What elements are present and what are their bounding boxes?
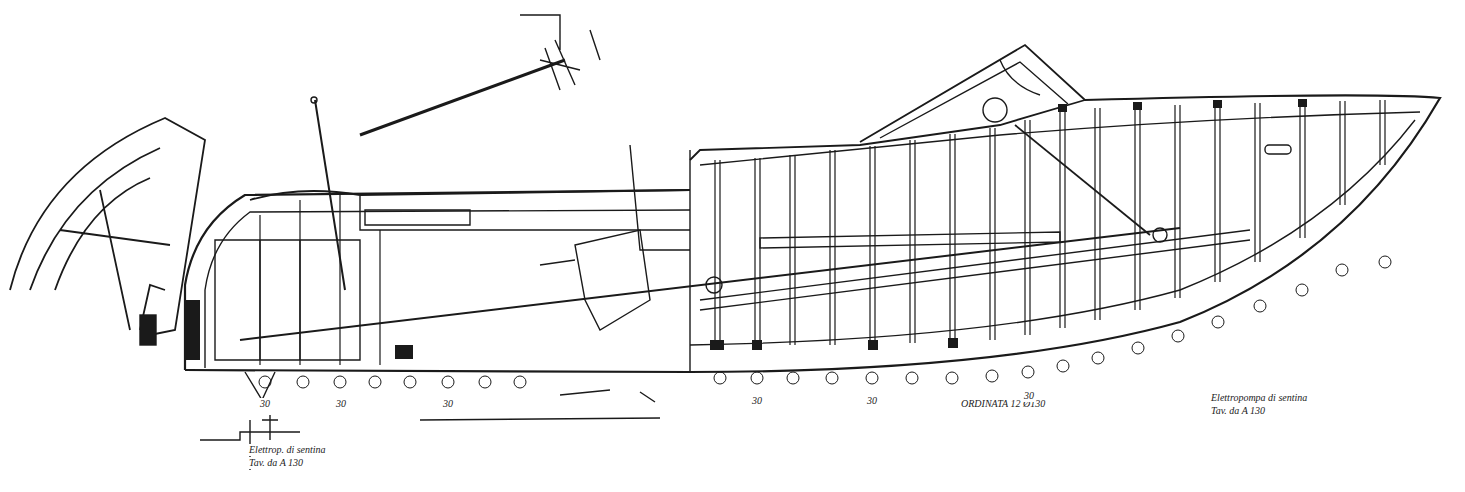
- note-label: Tav. da A 130: [248, 457, 304, 469]
- rear-deck: [250, 190, 690, 200]
- chine-stringer: [690, 120, 1415, 345]
- inner-transom: [205, 210, 690, 368]
- dimension-label: 30: [751, 395, 763, 407]
- seat-back: [630, 145, 690, 372]
- flag-staff-top: [311, 97, 317, 103]
- section-block: [140, 315, 156, 345]
- deck-hatch: [360, 196, 690, 230]
- bilge-pump: [1153, 228, 1167, 242]
- engine: [540, 230, 650, 330]
- steering-column: [1015, 125, 1150, 235]
- flag-staff: [315, 100, 345, 290]
- engine-bed: [700, 230, 1250, 310]
- rudder: [245, 372, 275, 400]
- steering-wheel: [983, 98, 1007, 122]
- shaft-line: [240, 228, 1180, 340]
- frame-knees: [186, 99, 1307, 360]
- note-leader: [420, 390, 660, 420]
- hull-outline: [185, 95, 1440, 372]
- windshield: [860, 45, 1085, 142]
- bilge-pump: [706, 277, 722, 293]
- dimension-label: 30: [1023, 390, 1035, 402]
- transom: [185, 190, 690, 370]
- note-label: Tav. da A 130: [1210, 405, 1266, 417]
- frames: [260, 100, 1385, 365]
- dimension-label: 30: [335, 398, 347, 410]
- dimension-label: 30: [259, 398, 271, 410]
- note-label: Elettrop. di sentina: [248, 444, 327, 456]
- note-label: Elettropompa di sentina: [1210, 392, 1308, 404]
- tank: [1265, 145, 1291, 154]
- windshield-frame: [880, 60, 1068, 138]
- dimension-label: 30: [866, 395, 878, 407]
- shaft-detail-coupling: [520, 15, 600, 90]
- section-detail: [10, 118, 205, 335]
- station-circles: [259, 256, 1391, 388]
- dimension-label: 30: [442, 398, 454, 410]
- stern-block: [215, 240, 360, 360]
- shaft-detail: [360, 60, 565, 135]
- cockpit-coaming: [690, 100, 1085, 160]
